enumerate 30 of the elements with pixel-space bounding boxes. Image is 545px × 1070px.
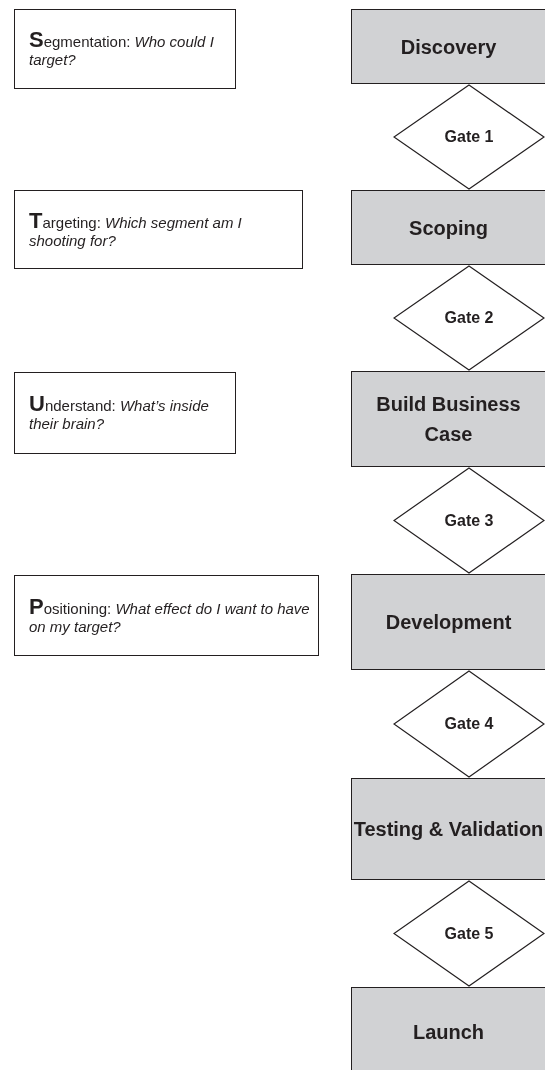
stage-label: Launch: [412, 1020, 485, 1045]
stage-label: Build Business Case: [375, 392, 522, 447]
gate-label: Gate 4: [444, 714, 494, 734]
note-box: [14, 9, 236, 89]
gate-label: Gate 5: [444, 923, 494, 944]
gate-diamond: [393, 467, 545, 574]
stage-box: [351, 778, 545, 880]
gate-diamond: [393, 670, 545, 778]
note-box: [14, 575, 319, 656]
note-box: [14, 190, 303, 269]
stage-box: [351, 574, 545, 670]
question-text: Understand: What’s inside their brain?: [29, 393, 210, 433]
gate-diamond: [393, 880, 545, 987]
stage-label: Discovery: [400, 34, 497, 60]
question-text: Segmentation: Who could I target?: [29, 29, 215, 69]
question-text: Positioning: What effect do I want to have on my target?: [29, 595, 310, 636]
note-box: [14, 372, 236, 454]
stage-box: [351, 371, 545, 467]
gate-diamond: [393, 265, 545, 371]
stage-box: [351, 9, 545, 84]
stage-label: Testing & Validation: [353, 817, 544, 842]
stage-box: [351, 987, 545, 1070]
gate-label: Gate 1: [444, 127, 494, 147]
gate-label: Gate 2: [444, 308, 494, 328]
stage-box: [351, 190, 545, 265]
gate-diamond: [393, 84, 545, 190]
question-text: Targeting: Which segment am I shooting for?: [29, 209, 243, 250]
stage-label: Scoping: [409, 215, 488, 241]
stage-label: Development: [385, 610, 512, 635]
gate-label: Gate 3: [444, 510, 494, 531]
